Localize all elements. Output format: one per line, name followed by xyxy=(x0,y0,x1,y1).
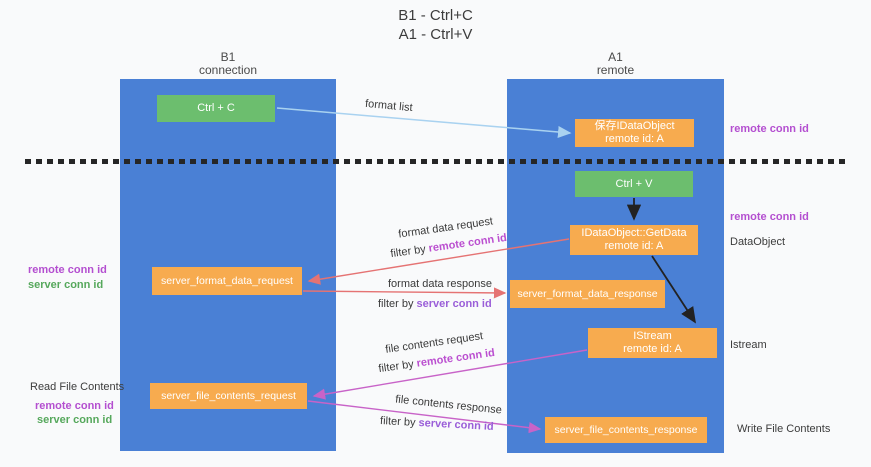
save-dataobject-line1: 保存IDataObject xyxy=(594,120,675,132)
ctrl-c-label: Ctrl + C xyxy=(197,102,235,114)
write-file-contents-label: Write File Contents xyxy=(737,423,831,435)
save-dataobject-line2: remote id: A xyxy=(605,133,664,145)
filter-by-text: filter by xyxy=(377,357,418,376)
ctrl-v-label: Ctrl + V xyxy=(615,177,653,190)
server-format-data-response-node: server_format_data_response xyxy=(510,280,665,308)
server-format-data-request-label: server_format_data_request xyxy=(161,274,293,287)
format-list-label: format list xyxy=(364,97,414,115)
server-file-contents-response-node: server_file_contents_response xyxy=(545,417,707,443)
filter-by-text: filter by xyxy=(389,242,430,261)
lane-a1-title: A1 xyxy=(608,50,623,64)
ctrl-c-node: Ctrl + C xyxy=(157,95,275,122)
title-line-2: A1 - Ctrl+V xyxy=(398,26,473,43)
dataobject-label: DataObject xyxy=(730,236,786,248)
remote-conn-id-label-left-2: remote conn id xyxy=(35,400,114,412)
file-contents-response-label: file contents response xyxy=(394,393,503,417)
server-format-data-request-node: server_format_data_request xyxy=(152,267,302,295)
getdata-node: IDataObject::GetData remote id: A xyxy=(570,225,698,255)
server-conn-id-inline: server conn id xyxy=(416,298,492,310)
remote-conn-id-inline: remote conn id xyxy=(415,346,496,370)
server-file-contents-response-label: server_file_contents_response xyxy=(554,423,698,436)
lane-header-a1: A1 remote xyxy=(507,51,724,77)
filter-by-server-label-2: filter by server conn id xyxy=(380,415,494,433)
lane-b1-subtitle: connection xyxy=(198,63,258,77)
lane-a1-subtitle: remote xyxy=(596,63,635,77)
filter-by-text: filter by xyxy=(379,415,419,430)
server-conn-id-label-left-1: server conn id xyxy=(28,279,104,291)
istream-line2: remote id: A xyxy=(623,343,682,355)
remote-conn-id-inline: remote conn id xyxy=(427,231,508,255)
diagram-title: B1 - Ctrl+C A1 - Ctrl+V xyxy=(0,6,871,44)
title-line-1: B1 - Ctrl+C xyxy=(398,7,473,24)
save-dataobject-node: 保存IDataObject remote id: A xyxy=(575,119,694,147)
lane-header-b1: B1 connection xyxy=(120,51,336,77)
ctrl-v-node: Ctrl + V xyxy=(575,171,693,197)
remote-conn-id-label-mid-right: remote conn id xyxy=(730,211,809,223)
server-file-contents-request-node: server_file_contents_request xyxy=(150,383,307,409)
server-file-contents-request-label: server_file_contents_request xyxy=(161,389,296,402)
format-data-response-label: format data response xyxy=(388,278,492,290)
filter-by-text: filter by xyxy=(378,298,417,310)
istream-node: IStream remote id: A xyxy=(588,328,717,358)
istream-side-label: Istream xyxy=(730,339,767,351)
server-conn-id-label-left-2: server conn id xyxy=(37,414,113,426)
remote-conn-id-label-top-right: remote conn id xyxy=(730,123,809,135)
dashed-separator xyxy=(25,159,845,164)
server-format-data-response-label: server_format_data_response xyxy=(517,287,658,300)
remote-conn-id-label-left-1: remote conn id xyxy=(28,264,107,276)
lane-b1-title: B1 xyxy=(220,50,236,64)
read-file-contents-label: Read File Contents xyxy=(30,381,125,393)
filter-by-server-label-1: filter by server conn id xyxy=(378,298,492,310)
getdata-line1: IDataObject::GetData xyxy=(581,227,687,239)
istream-line1: IStream xyxy=(633,330,672,342)
getdata-line2: remote id: A xyxy=(604,240,664,252)
server-conn-id-inline: server conn id xyxy=(418,417,494,433)
